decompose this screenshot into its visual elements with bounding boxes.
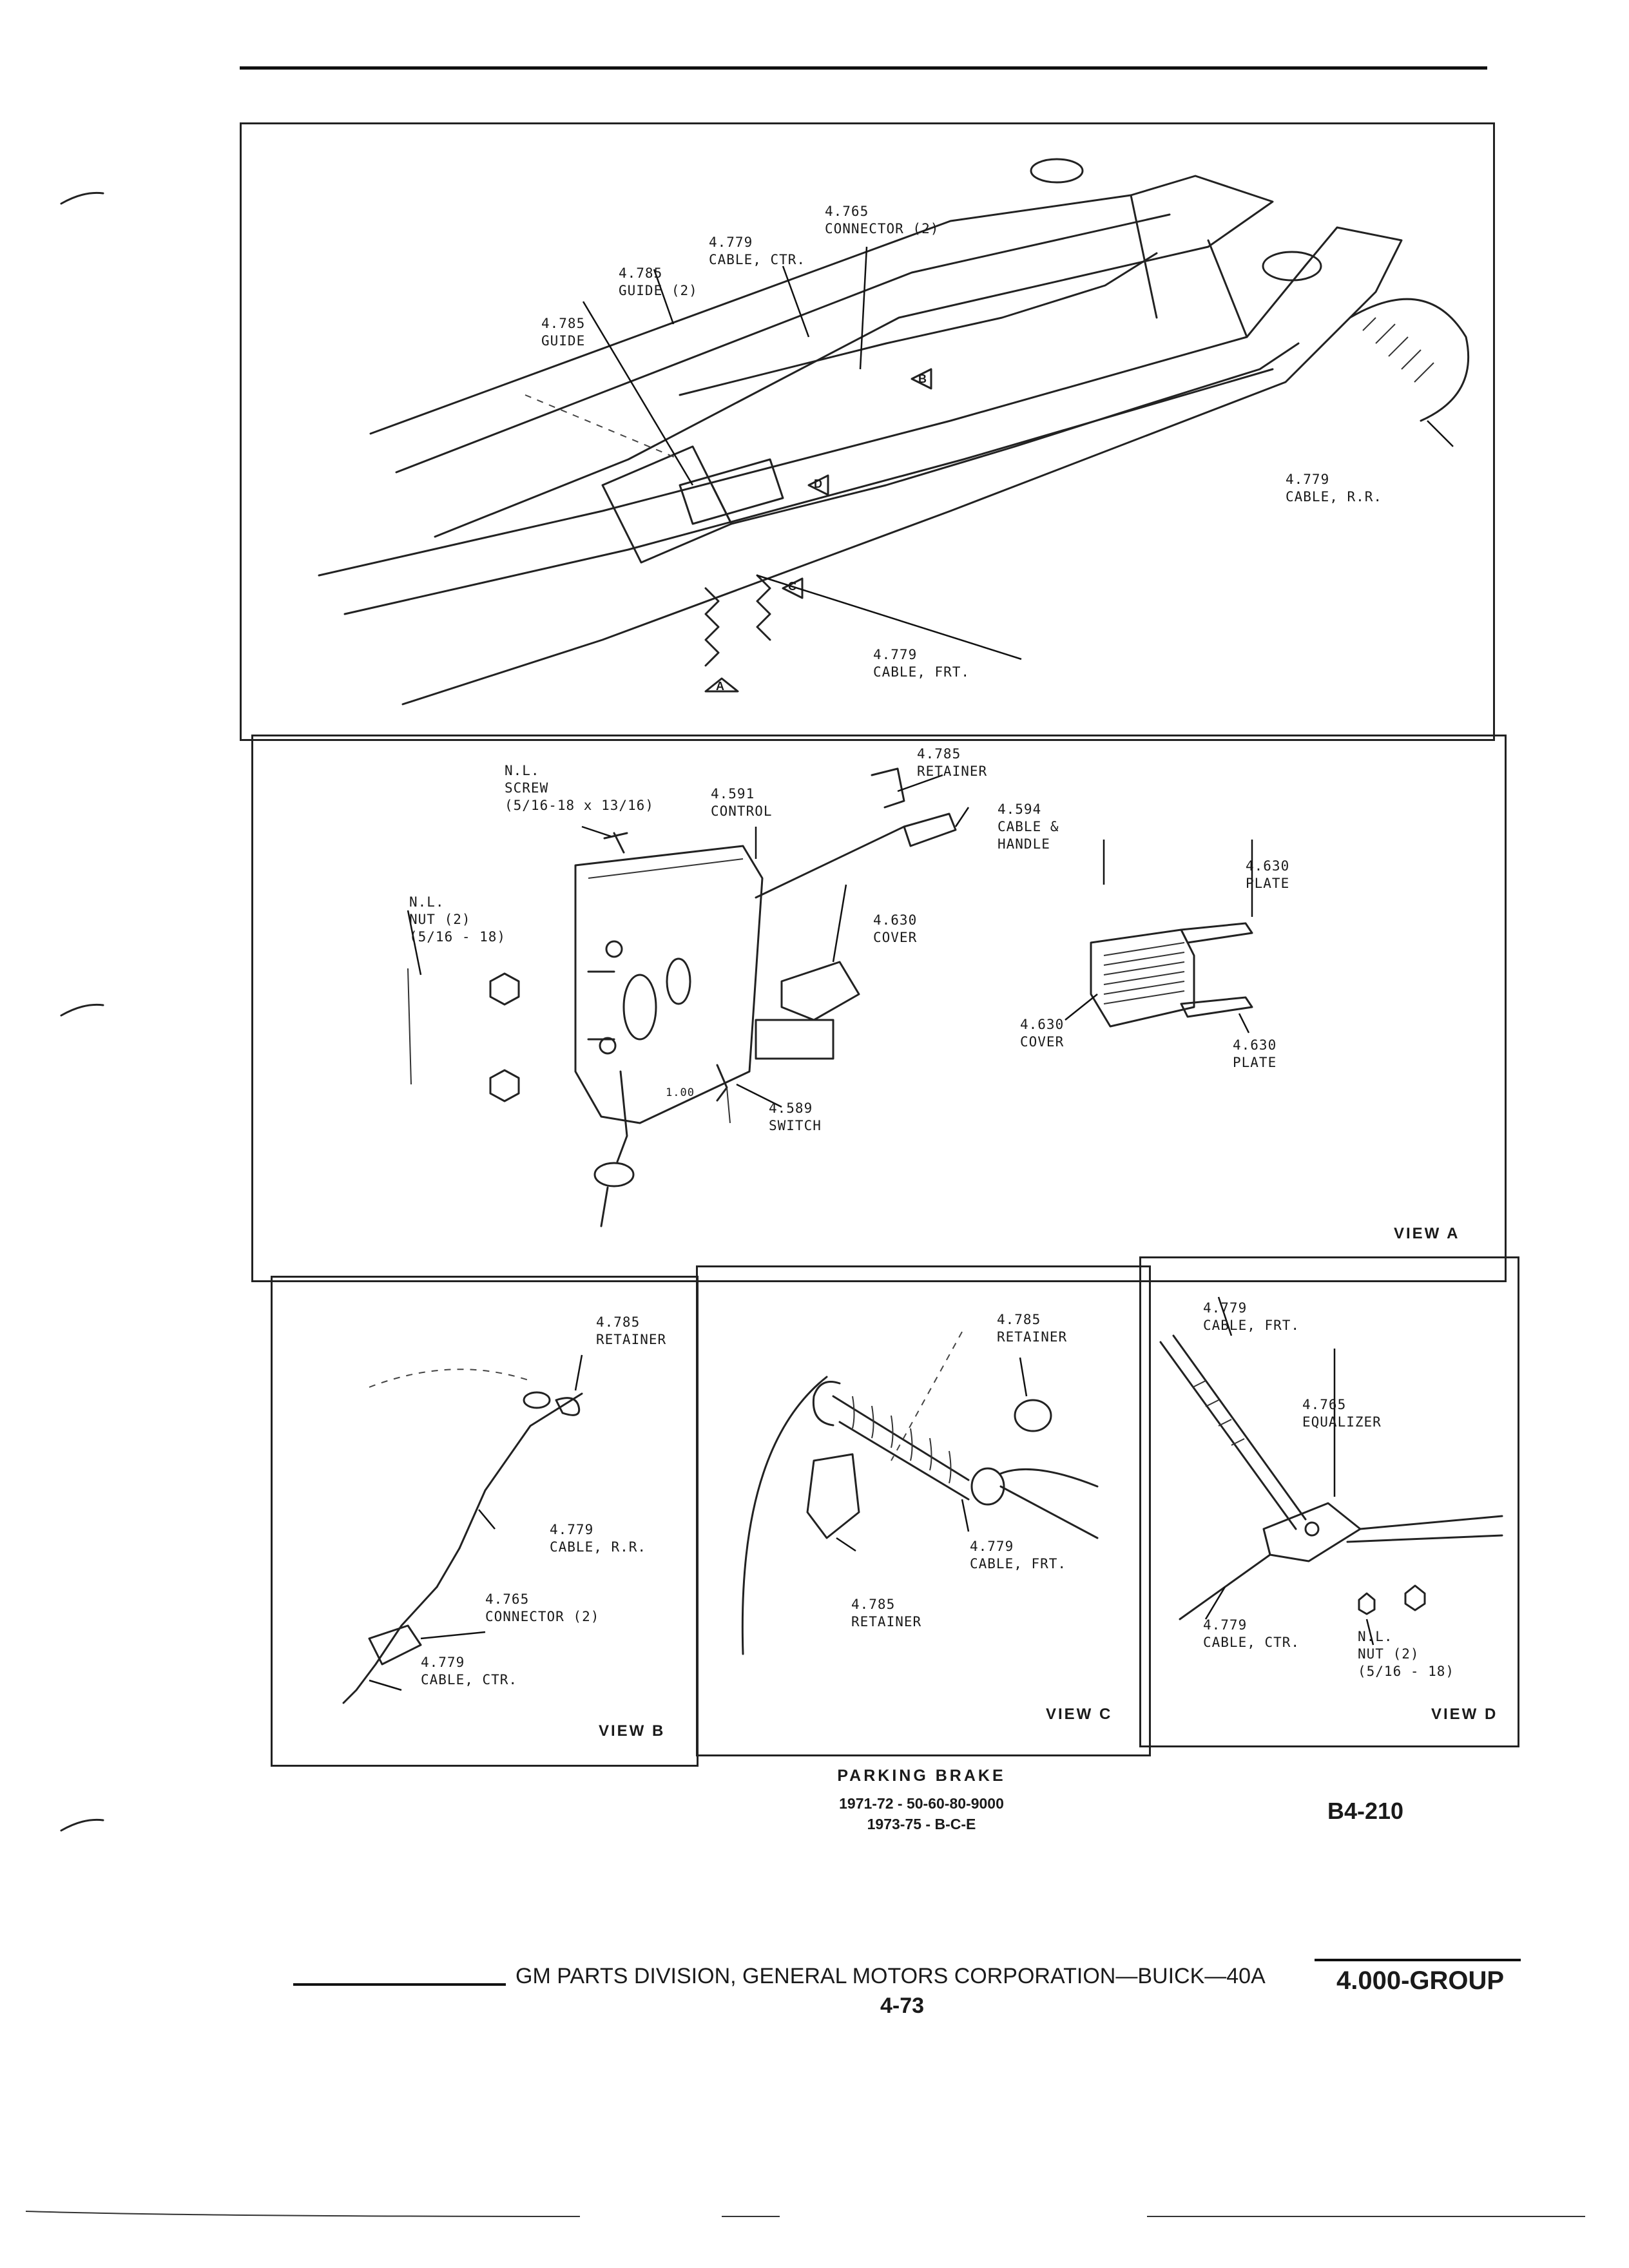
callout-cable-ctr: 4.779 CABLE, CTR. (709, 235, 806, 267)
view-a-panel: N.L. SCREW (5/16-18 x 13/16) 4.591 CONTR… (251, 735, 1507, 1282)
main-view-panel: 4.765 CONNECTOR (2) 4.779 CABLE, CTR. 4.… (240, 122, 1495, 741)
callout-nut-d: N.L. NUT (2) (5/16 - 18) (1358, 1629, 1455, 1679)
callout-cable-rr-b: 4.779 CABLE, R.R. (550, 1522, 647, 1555)
callout-screw: N.L. SCREW (5/16-18 x 13/16) (505, 763, 654, 813)
callout-retainer-c-bottom: 4.785 RETAINER (851, 1597, 922, 1629)
chassis-frame-illustration (318, 158, 1470, 706)
callout-cable-handle: 4.594 CABLE & HANDLE (998, 802, 1059, 852)
view-d-label: VIEW D (1431, 1706, 1498, 1723)
view-b-label: VIEW B (599, 1722, 666, 1740)
callout-connector-b: 4.765 CONNECTOR (2) (485, 1591, 600, 1624)
view-marker-c-arrow (782, 577, 804, 599)
marker-c: C (788, 580, 798, 593)
callout-cable-frt: 4.779 CABLE, FRT. (873, 647, 970, 680)
callout-equalizer: 4.765 EQUALIZER (1302, 1397, 1382, 1430)
callout-retainer-a: 4.785 RETAINER (917, 746, 988, 779)
view-marker-d-arrow (807, 474, 829, 496)
view-marker-a-arrow (704, 677, 739, 693)
view-marker-b-arrow (911, 368, 932, 390)
callout-nut-a: N.L. NUT (2) (5/16 - 18) (409, 894, 506, 945)
top-rule (240, 66, 1487, 70)
view-c-label: VIEW C (1046, 1706, 1113, 1723)
callout-cable-frt-c: 4.779 CABLE, FRT. (970, 1539, 1067, 1571)
callout-guide: 4.785 GUIDE (541, 316, 586, 349)
marker-a: A (716, 680, 726, 693)
callout-cover-detached: 4.630 COVER (1020, 1017, 1065, 1050)
callout-control: 4.591 CONTROL (711, 786, 773, 819)
callout-retainer-c-top: 4.785 RETAINER (997, 1312, 1068, 1345)
marker-d: D (814, 477, 824, 490)
hole-punch-mark-1 (60, 191, 104, 205)
callout-cable-rr: 4.779 CABLE, R.R. (1286, 472, 1383, 505)
dimension-label: 1.00 (666, 1086, 695, 1099)
callout-guide-2: 4.785 GUIDE (2) (619, 265, 698, 298)
callout-cover: 4.630 COVER (873, 912, 918, 945)
hole-punch-mark-3 (60, 1818, 104, 1832)
connector-illustration (342, 1354, 583, 1704)
hole-punch-mark-2 (60, 1003, 104, 1017)
callout-connector: 4.765 CONNECTOR (2) (825, 204, 940, 236)
footer-group: 4.000-GROUP (1336, 1966, 1505, 1995)
figure-applicability-1: 1971-72 - 50-60-80-9000 (839, 1795, 1004, 1812)
figure-title: PARKING BRAKE (837, 1767, 1006, 1785)
bottom-scan-line (25, 2211, 1585, 2217)
callout-cable-ctr-d: 4.779 CABLE, CTR. (1203, 1617, 1300, 1650)
retainer-illustration (741, 1331, 1099, 1655)
callout-plate-top: 4.630 PLATE (1246, 858, 1290, 891)
callout-switch: 4.589 SWITCH (769, 1100, 822, 1133)
callout-cable-ctr-b: 4.779 CABLE, CTR. (421, 1655, 518, 1687)
control-assembly-illustration (407, 767, 1253, 1227)
marker-b: B (918, 372, 929, 385)
view-b-panel: 4.785 RETAINER 4.779 CABLE, R.R. 4.765 C… (271, 1276, 699, 1767)
figure-applicability-2: 1973-75 - B-C-E (867, 1816, 976, 1832)
footer-rule-left (293, 1983, 506, 1986)
view-d-panel: 4.779 CABLE, FRT. 4.765 EQUALIZER 4.779 … (1139, 1256, 1519, 1747)
callout-plate-bottom: 4.630 PLATE (1233, 1037, 1277, 1070)
callout-retainer-b: 4.785 RETAINER (596, 1314, 667, 1347)
footer-page-number: 4-73 (880, 1994, 925, 2018)
footer-publisher: GM PARTS DIVISION, GENERAL MOTORS CORPOR… (516, 1964, 1266, 1988)
view-a-label: VIEW A (1394, 1225, 1460, 1242)
footer-rule-right (1315, 1959, 1521, 1961)
view-c-panel: 4.785 RETAINER 4.779 CABLE, FRT. 4.785 R… (696, 1265, 1151, 1756)
equalizer-illustration (1159, 1296, 1503, 1646)
figure-id: B4-210 (1327, 1798, 1404, 1824)
callout-cable-frt-d: 4.779 CABLE, FRT. (1203, 1300, 1300, 1333)
